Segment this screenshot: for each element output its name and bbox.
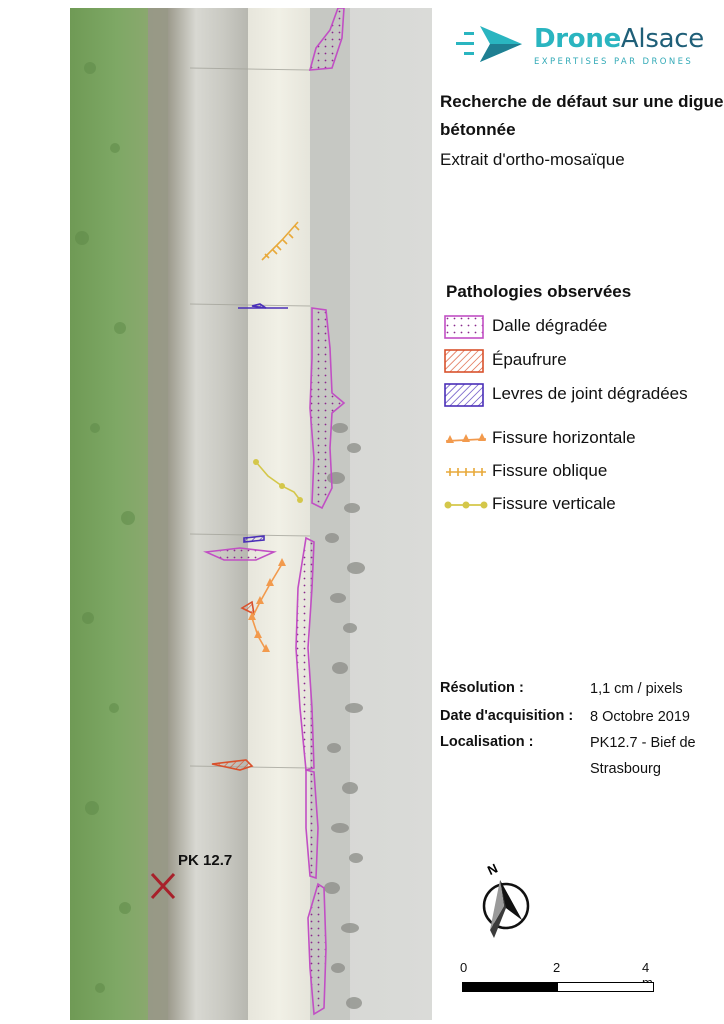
north-arrow-icon: N xyxy=(482,860,530,938)
legend-label: Levres de joint dégradées xyxy=(492,384,688,403)
oblique-crack xyxy=(261,221,300,261)
meta-key: Résolution : xyxy=(440,680,524,696)
spalling-2 xyxy=(211,759,254,771)
vertical-crack xyxy=(253,459,303,503)
embankment-edge xyxy=(148,8,168,1020)
logo-tagline: EXPERTISES PAR DRONES xyxy=(534,57,694,67)
concrete-slope xyxy=(168,8,248,1020)
ortho-mosaic-map xyxy=(70,8,432,1020)
concrete-path xyxy=(248,8,310,1020)
map-subtitle: Extrait d'ortho-mosaïque xyxy=(440,150,625,169)
joint-edge-2 xyxy=(251,303,267,309)
scale-segment-light xyxy=(557,982,654,992)
spalling-zones xyxy=(211,600,256,771)
joint-edge-3 xyxy=(243,535,265,543)
scale-segment-dark xyxy=(462,982,558,992)
degraded-slab-2 xyxy=(309,307,346,510)
north-label: N xyxy=(485,860,500,878)
meta-value: PK12.7 - Bief de Strasbourg xyxy=(590,735,696,777)
legend-title: Pathologies observées xyxy=(446,282,632,301)
info-panel: DroneAlsace EXPERTISES PAR DRONES Recher… xyxy=(432,0,724,1024)
joint-edge-zones xyxy=(238,303,288,543)
scale-bar: 0 2 4 m xyxy=(460,960,660,1000)
pk-marker xyxy=(150,872,176,900)
horizontal-crack xyxy=(248,558,286,652)
legend-item-horizontal-crack: Fissure horizontale xyxy=(444,424,724,452)
meta-value: 1,1 cm / pixels xyxy=(590,681,683,697)
scale-tick-label: 0 xyxy=(460,960,468,975)
legend-item-oblique-crack: Fissure oblique xyxy=(444,457,724,485)
legend-item-vertical-crack: Fissure verticale xyxy=(444,490,724,518)
map-title: Recherche de défaut sur une digue bétonn… xyxy=(440,92,724,139)
pk-label: PK 12.7 xyxy=(178,852,233,869)
dot-line-icon xyxy=(444,501,488,509)
drone-logo-icon xyxy=(456,26,522,62)
cross-line-icon xyxy=(446,468,486,476)
logo-word-drone: Drone xyxy=(534,24,621,54)
degraded-slab-1 xyxy=(308,8,345,71)
grass-band xyxy=(70,8,148,1020)
legend-item-spalling: Épaufrure xyxy=(444,346,724,374)
spalling-1 xyxy=(240,600,256,616)
legend-label: Épaufrure xyxy=(492,350,567,369)
legend-label: Fissure verticale xyxy=(492,494,616,513)
scale-tick-label: 2 xyxy=(553,960,561,975)
logo-word-alsace: Alsace xyxy=(620,24,704,54)
legend-label: Fissure horizontale xyxy=(492,428,636,447)
legend-label: Fissure oblique xyxy=(492,461,608,480)
legend-item-degraded-slab: Dalle dégradée xyxy=(444,312,724,340)
blue-hatched-polygon-icon xyxy=(444,383,484,407)
logo-wordmark: DroneAlsace xyxy=(534,24,704,54)
drone-alsace-logo: DroneAlsace EXPERTISES PAR DRONES xyxy=(452,20,712,76)
dotted-polygon-icon xyxy=(444,315,484,339)
map-canvas xyxy=(70,8,432,1020)
meta-value: 8 Octobre 2019 xyxy=(590,709,690,725)
meta-key: Date d'acquisition : xyxy=(440,708,574,724)
degraded-slab-5 xyxy=(305,768,319,880)
triangle-line-icon xyxy=(445,433,487,443)
degraded-slab-6 xyxy=(307,882,327,1016)
degraded-slab-3 xyxy=(203,547,277,561)
red-hatched-polygon-icon xyxy=(444,349,484,373)
degraded-slab-zones xyxy=(203,8,346,1016)
meta-key: Localisation : xyxy=(440,734,534,750)
degraded-slab-4 xyxy=(295,536,315,772)
legend-item-joint-edges: Levres de joint dégradées xyxy=(444,380,724,408)
legend-label: Dalle dégradée xyxy=(492,316,608,335)
